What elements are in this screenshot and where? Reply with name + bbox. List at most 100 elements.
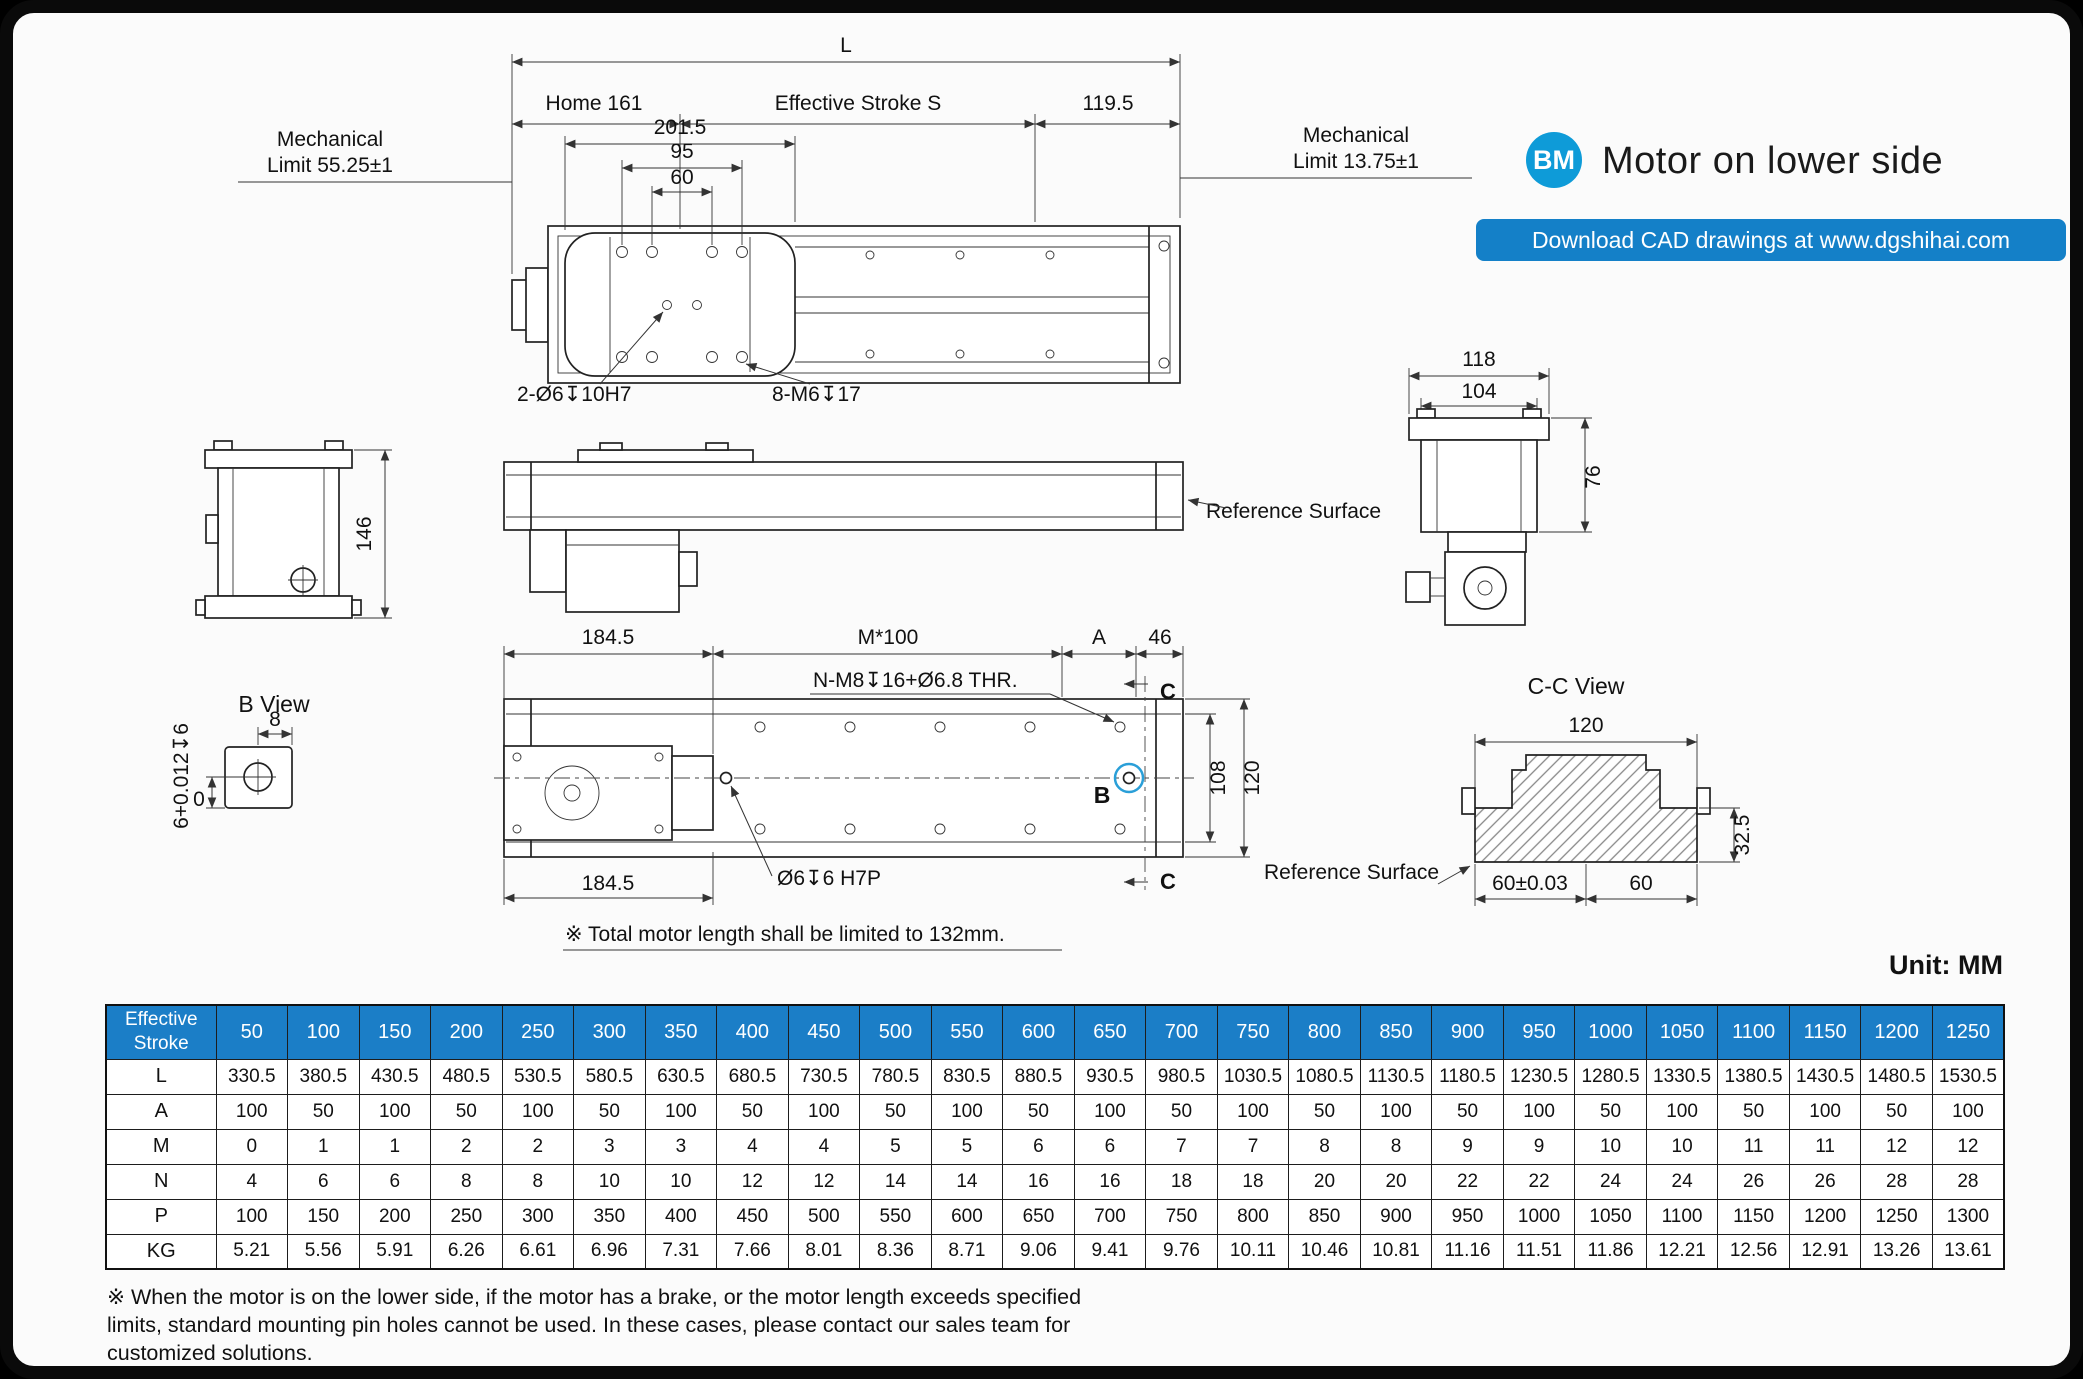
- spec-cell: 1030.5: [1216, 1058, 1290, 1095]
- spec-cell: 10: [1574, 1128, 1647, 1165]
- spec-cell: 100: [787, 1093, 861, 1130]
- spec-cell: 1200: [1788, 1198, 1862, 1235]
- spec-cell: 630.5: [644, 1058, 718, 1095]
- dim-95-label: 95: [670, 140, 693, 163]
- spec-cell: 100: [215, 1198, 289, 1235]
- spec-cell: 50: [573, 1093, 646, 1130]
- spec-cell: 580.5: [573, 1058, 646, 1095]
- spec-cell: 50: [1145, 1093, 1218, 1130]
- spec-cell: 5.91: [358, 1233, 432, 1270]
- spec-cell: 12.91: [1788, 1233, 1862, 1270]
- spec-cell: 380.5: [287, 1058, 360, 1095]
- spec-cell: 4: [787, 1128, 861, 1165]
- spec-cell: 8.01: [787, 1233, 861, 1270]
- spec-cell: 1230.5: [1502, 1058, 1576, 1095]
- plan-view-dimensions: L Home 161 Effective Stroke S 119.5 201.…: [238, 34, 1472, 406]
- spec-cell: 50: [716, 1093, 789, 1130]
- spec-cell: 22: [1431, 1163, 1504, 1200]
- spec-cell: 0: [215, 1128, 289, 1165]
- spec-cell: 6: [287, 1163, 360, 1200]
- spec-cell: 780.5: [859, 1058, 932, 1095]
- spec-cell: 100: [358, 1093, 432, 1130]
- spec-cell: 26: [1788, 1163, 1862, 1200]
- spec-cell: 6: [1073, 1128, 1147, 1165]
- reference-surface-label-2: Reference Surface: [1264, 861, 1439, 884]
- spec-cell: 11.51: [1502, 1233, 1576, 1270]
- spec-cell: 14: [859, 1163, 932, 1200]
- b-marker-label: B: [1094, 782, 1111, 808]
- mech-limit-left-line2: Limit 55.25±1: [267, 154, 393, 177]
- cc-dim-32-5-label: 32.5: [1731, 815, 1754, 856]
- dim-right-offset-label: 119.5: [1083, 92, 1134, 115]
- section-c-top-label: C: [1160, 679, 1176, 704]
- stroke-header-cell: 700: [1145, 1004, 1218, 1060]
- spec-cell: 7.31: [644, 1233, 718, 1270]
- dim-104-label: 104: [1461, 380, 1496, 403]
- spec-cell: 950: [1431, 1198, 1504, 1235]
- spec-cell: 8: [430, 1163, 503, 1200]
- spec-cell: 50: [287, 1093, 360, 1130]
- mech-limit-left-line1: Mechanical: [277, 128, 383, 151]
- spec-cell: 330.5: [215, 1058, 289, 1095]
- spec-cell: 1280.5: [1574, 1058, 1647, 1095]
- cc-dim-60-tol-label: 60±0.03: [1492, 872, 1568, 895]
- spec-cell: 12: [787, 1163, 861, 1200]
- spec-cell: 100: [930, 1093, 1004, 1130]
- spec-cell: 100: [1073, 1093, 1147, 1130]
- spec-cell: 26: [1717, 1163, 1790, 1200]
- stroke-header-cell: 1250: [1931, 1004, 2005, 1060]
- spec-cell: 5.56: [287, 1233, 360, 1270]
- stroke-header-cell: 600: [1002, 1004, 1075, 1060]
- mounting-holes-callout: N-M8↧16+Ø6.8 THR.: [813, 669, 1018, 692]
- corner-header-cell: Effective Stroke: [105, 1004, 217, 1060]
- spec-cell: 50: [1860, 1093, 1933, 1130]
- left-end-view: 146: [195, 440, 392, 619]
- spec-cell: 5: [859, 1128, 932, 1165]
- spec-cell: 16: [1002, 1163, 1075, 1200]
- spec-cell: 8.71: [930, 1233, 1004, 1270]
- spec-cell: 680.5: [716, 1058, 789, 1095]
- stroke-header-cell: 800: [1288, 1004, 1361, 1060]
- spec-cell: 200: [358, 1198, 432, 1235]
- spec-cell: 900: [1359, 1198, 1433, 1235]
- spec-cell: 9.41: [1073, 1233, 1147, 1270]
- dim-motor-length-top-label: 184.5: [582, 626, 635, 649]
- technical-drawing: L Home 161 Effective Stroke S 119.5 201.…: [170, 34, 1754, 951]
- spec-cell: 100: [1931, 1093, 2005, 1130]
- spec-cell: 650: [1002, 1198, 1075, 1235]
- spec-cell: 850: [1288, 1198, 1361, 1235]
- stroke-header-cell: 500: [859, 1004, 932, 1060]
- spec-cell: 18: [1216, 1163, 1290, 1200]
- spec-cell: 11.16: [1431, 1233, 1504, 1270]
- spec-cell: 9: [1431, 1128, 1504, 1165]
- spec-cell: 550: [859, 1198, 932, 1235]
- right-end-view: 118 104 76: [1405, 348, 1605, 626]
- spec-cell: 700: [1073, 1198, 1147, 1235]
- screw-holes-callout: 8-M6↧17: [772, 383, 861, 406]
- spec-cell: 930.5: [1073, 1058, 1147, 1095]
- dim-a-label: A: [1092, 626, 1106, 649]
- spec-cell: 8: [1288, 1128, 1361, 1165]
- dim-total-length-label: L: [840, 34, 852, 57]
- footer-note-line: customized solutions.: [107, 1341, 313, 1365]
- spec-cell: 1530.5: [1931, 1058, 2005, 1095]
- dim-46-label: 46: [1148, 626, 1171, 649]
- cad-download-banner[interactable]: Download CAD drawings at www.dgshihai.co…: [1476, 219, 2066, 261]
- stroke-header-cell: 1150: [1788, 1004, 1862, 1060]
- spec-cell: 500: [787, 1198, 861, 1235]
- spec-cell: 5.21: [215, 1233, 289, 1270]
- spec-cell: 20: [1359, 1163, 1433, 1200]
- spec-cell: 50: [859, 1093, 932, 1130]
- spec-cell: 6: [1002, 1128, 1075, 1165]
- spec-cell: 430.5: [358, 1058, 432, 1095]
- spec-cell: 250: [430, 1198, 503, 1235]
- spec-cell: 100: [215, 1093, 289, 1130]
- spec-cell: 12: [1860, 1128, 1933, 1165]
- spec-cell: 600: [930, 1198, 1004, 1235]
- spec-cell: 50: [1002, 1093, 1075, 1130]
- spec-cell: 9: [1502, 1128, 1576, 1165]
- stroke-header-cell: 950: [1502, 1004, 1576, 1060]
- spec-cell: 1180.5: [1431, 1058, 1504, 1095]
